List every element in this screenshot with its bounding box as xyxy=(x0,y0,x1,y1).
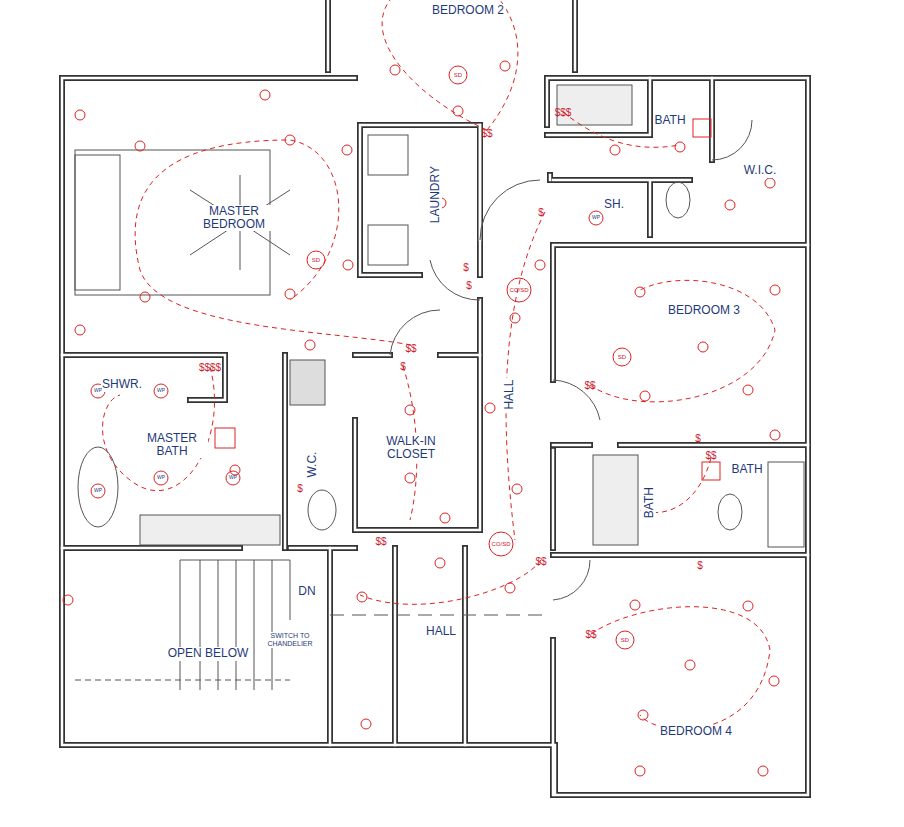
switch-mark: $ xyxy=(400,361,407,372)
room-name: WALK-IN CLOSET xyxy=(370,435,452,461)
switch-mark: $$ xyxy=(585,629,598,640)
room-name: OPEN BELOW xyxy=(166,647,250,660)
doors-fixtures xyxy=(75,85,804,690)
room-name: LAUNDRY xyxy=(428,165,441,226)
room-name: HALL xyxy=(424,625,458,638)
detector-mark: SD xyxy=(453,72,463,79)
detector-mark: CO/SD xyxy=(491,541,512,548)
room-name: MASTER BATH xyxy=(136,432,208,458)
switch-mark: $$ xyxy=(584,380,597,391)
switch-mark: $$ xyxy=(481,128,494,139)
room-name: W.I.C. xyxy=(742,164,778,177)
room-name: BEDROOM 3 xyxy=(666,304,742,317)
room-name: BATH xyxy=(642,486,655,521)
room-name: SH. xyxy=(602,198,626,211)
detector-mark: SD xyxy=(620,637,630,644)
stair-note: SWITCH TO CHANDELIER xyxy=(259,632,321,647)
switch-mark: $$$ xyxy=(554,107,572,118)
switch-mark: $ xyxy=(463,262,470,273)
switch-mark: $$$$ xyxy=(198,362,222,373)
switch-mark: $ xyxy=(697,560,704,571)
wp-mark: WP xyxy=(156,388,166,394)
walls xyxy=(62,0,808,795)
wp-mark: WP xyxy=(93,388,103,394)
switch-mark: $$ xyxy=(405,343,418,354)
circuit-wires xyxy=(103,0,776,729)
switch-mark: $ xyxy=(466,280,473,291)
detector-mark: SD xyxy=(311,257,321,264)
switch-mark: $ xyxy=(538,207,545,218)
switch-mark: $ xyxy=(297,483,304,494)
wp-mark: WP xyxy=(228,475,238,481)
room-name: BEDROOM 4 xyxy=(658,725,734,738)
switch-mark: $ xyxy=(695,433,702,444)
room-name: MASTER BEDROOM xyxy=(193,205,275,231)
switch-mark: $$ xyxy=(705,450,718,461)
switch-mark: $$ xyxy=(375,536,388,547)
switch-mark: $$ xyxy=(535,556,548,567)
room-name: W.C. xyxy=(305,451,318,480)
room-name: BATH xyxy=(730,463,765,476)
room-name: HALL xyxy=(503,378,516,412)
wp-mark: WP xyxy=(156,475,166,481)
detector-mark: SD xyxy=(617,354,627,361)
wp-mark: WP xyxy=(591,215,601,221)
stair-note: DN xyxy=(297,585,318,598)
room-name: BATH xyxy=(653,114,688,127)
light-fixtures xyxy=(63,61,780,776)
room-name: SHWR. xyxy=(101,378,144,391)
detector-mark: CO/SD xyxy=(509,287,530,294)
wp-mark: WP xyxy=(93,488,103,494)
room-name: BEDROOM 2 xyxy=(430,4,506,17)
